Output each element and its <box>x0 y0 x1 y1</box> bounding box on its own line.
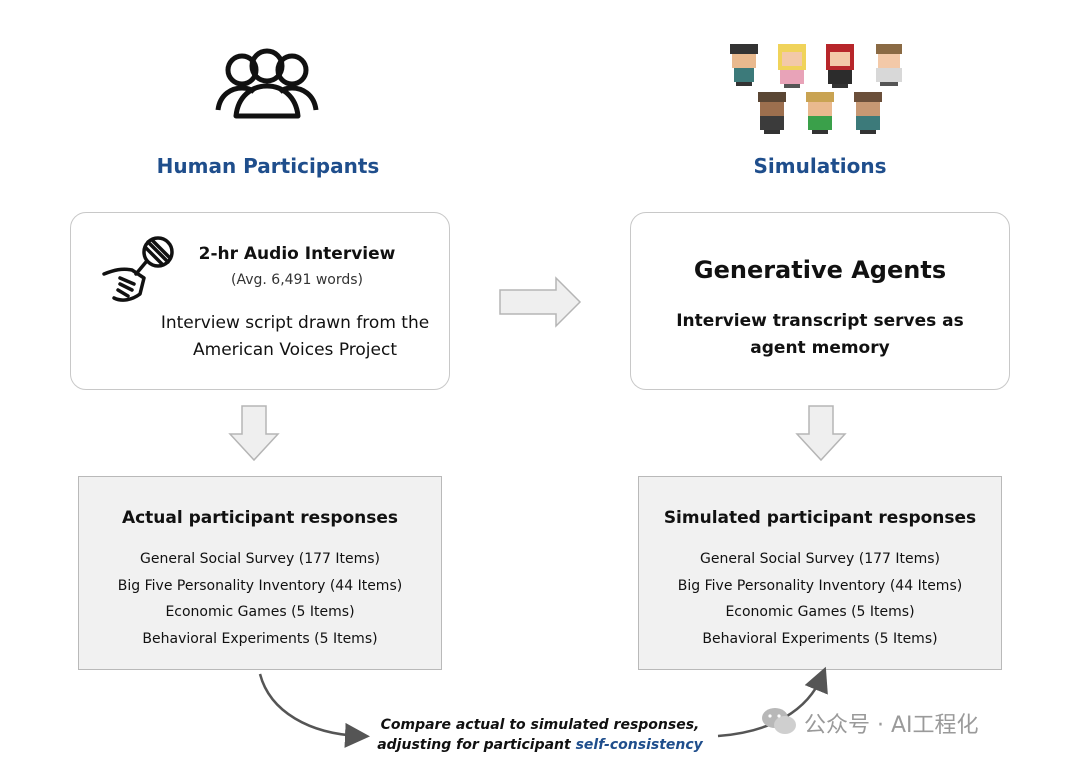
watermark: 公众号 · AI工程化 <box>760 705 1060 741</box>
simulated-responses-box <box>638 476 1002 670</box>
agent-sprite-7 <box>854 92 882 134</box>
generative-agents-description: Interview transcript serves as agent mem… <box>676 311 964 358</box>
comparison-line-1: Compare actual to simulated responses, <box>380 717 700 733</box>
actual-responses-box <box>78 476 442 670</box>
agent-sprite-4 <box>876 44 902 86</box>
self-consistency-highlight: self-consistency <box>575 737 703 753</box>
generative-agents-card <box>630 212 1010 390</box>
list-item: Economic Games (5 Items) <box>165 604 355 620</box>
generative-agents-title: Generative Agents <box>693 256 947 284</box>
curve-arrow-left <box>258 673 370 748</box>
human-participants-title: Human Participants <box>156 154 380 178</box>
list-item: Behavioral Experiments (5 Items) <box>702 630 938 647</box>
agent-sprite-6 <box>806 92 834 134</box>
list-item: Economic Games (5 Items) <box>725 604 915 620</box>
pixel-agent-sprites <box>730 44 902 134</box>
actual-responses-title: Actual participant responses <box>121 508 399 528</box>
list-item: Big Five Personality Inventory (44 Items… <box>117 577 403 594</box>
comparison-line-2: adjusting for participant self-consisten… <box>377 737 703 753</box>
simulated-responses-title: Simulated participant responses <box>663 508 977 528</box>
list-item: General Social Survey (177 Items) <box>700 551 940 567</box>
list-item: General Social Survey (177 Items) <box>140 551 380 567</box>
right-arrow <box>499 276 582 328</box>
people-group-icon <box>215 48 319 119</box>
actual-responses-list: General Social Survey (177 Items) Big Fi… <box>78 546 442 652</box>
down-arrow-left <box>228 405 280 462</box>
comparison-caption: Compare actual to simulated responses, a… <box>360 715 720 755</box>
watermark-text: 公众号 · AI工程化 <box>804 713 979 738</box>
simulations-title: Simulations <box>753 154 887 178</box>
list-item: Big Five Personality Inventory (44 Items… <box>677 577 963 594</box>
simulated-responses-list: General Social Survey (177 Items) Big Fi… <box>638 546 1002 652</box>
microphone-hand-icon <box>102 236 174 302</box>
agent-sprite-5 <box>758 92 786 134</box>
interview-subtitle: (Avg. 6,491 words) <box>231 272 363 288</box>
interview-card <box>70 212 450 390</box>
list-item: Behavioral Experiments (5 Items) <box>142 630 378 647</box>
down-arrow-right <box>795 405 847 462</box>
interview-description: Interview script drawn from the American… <box>160 313 430 360</box>
agent-sprite-3 <box>826 44 854 88</box>
interview-title: 2-hr Audio Interview <box>198 244 396 264</box>
agent-sprite-2 <box>778 44 806 88</box>
wechat-icon <box>762 708 796 734</box>
agent-sprite-1 <box>730 44 758 86</box>
